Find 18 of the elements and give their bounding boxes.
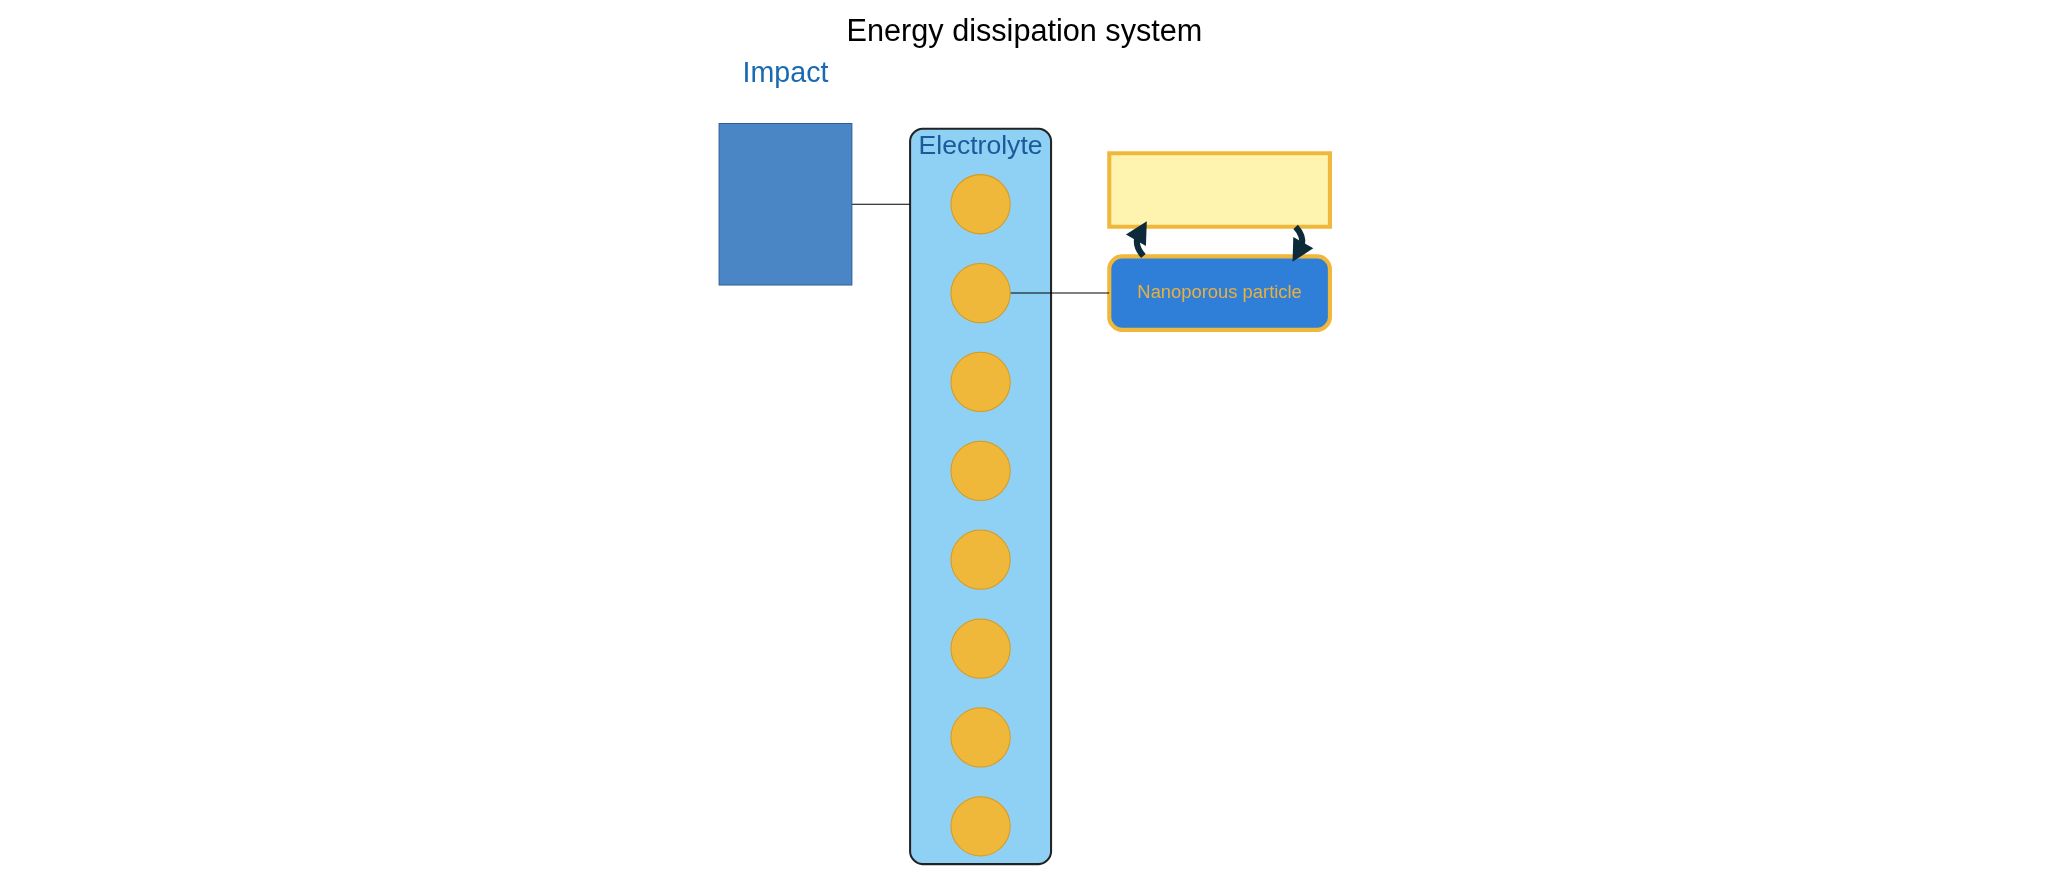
node-circle: [949, 351, 1011, 413]
node-circle: [949, 707, 1011, 768]
label: Impact: [742, 55, 828, 88]
connector: [851, 203, 911, 205]
connector: [1009, 292, 1110, 294]
node-circle: [949, 263, 1011, 324]
node-box: [718, 123, 852, 286]
node-circle: [949, 796, 1011, 857]
arrow: [1292, 224, 1313, 262]
node-circle: [949, 174, 1011, 235]
node-circle: [949, 618, 1011, 679]
node-circle: [949, 529, 1011, 590]
node-box: [1106, 151, 1332, 229]
node-box: Nanoporous particle: [1106, 254, 1332, 332]
diagram-title: Energy dissipation system: [846, 13, 1202, 48]
node-circle: [949, 440, 1011, 501]
arrow: [1125, 221, 1147, 258]
cluster: Electrolyte: [908, 127, 1052, 866]
